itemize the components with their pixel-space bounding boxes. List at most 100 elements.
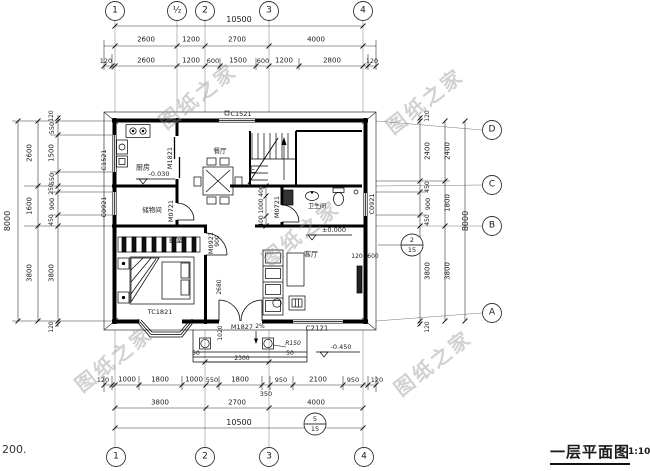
dim-right-total: 8000 (461, 210, 470, 232)
dim: 600 (256, 56, 270, 65)
dim: 120 (424, 110, 431, 122)
dining-table (193, 157, 243, 205)
level-outdoor: -0.450 (330, 342, 352, 351)
dim: 900 (47, 197, 56, 211)
axis-top-4: 4 (360, 5, 366, 16)
dim: 550 (205, 375, 219, 384)
axis-bottom-1: 1 (113, 451, 119, 462)
room-living: 客厅 (304, 250, 318, 259)
axis-bubbles (105, 1, 502, 467)
axis-top-3: 3 (266, 5, 272, 16)
axis-bottom-2: 2 (202, 451, 208, 462)
dim: 600 (367, 253, 379, 260)
axis-bottom-4: 4 (361, 451, 367, 462)
dim: 2700 (228, 398, 246, 407)
dim: 4000 (307, 35, 325, 44)
axis-side-d: D (488, 124, 496, 135)
dim: 3800 (151, 398, 169, 407)
axis-side-c: C (488, 179, 496, 190)
room-storage: 储物间 (142, 205, 162, 214)
detail-ref-num: 5 (312, 414, 318, 423)
dim: 2600 (137, 56, 155, 65)
dim: 400 (258, 185, 265, 197)
room-bathroom: 卫生间 (307, 203, 327, 210)
detail-ref-circles (303, 233, 424, 436)
level-kitchen: -0.030 (148, 169, 170, 178)
dim: 4000 (307, 398, 325, 407)
dim: 1000 (258, 198, 265, 214)
dim: 1500 (229, 56, 247, 65)
window-label-c0921-left: C0921 (99, 196, 108, 218)
dim: 1000 (185, 375, 203, 384)
dim: 2680 (216, 279, 223, 295)
dim: 2600 (25, 144, 34, 162)
dim: 120 (48, 321, 55, 333)
dimension-lines (12, 25, 466, 429)
dim: 50 (192, 350, 200, 357)
dim: 1600 (25, 197, 34, 215)
dim: 120 (370, 375, 384, 384)
dim: 1800 (231, 375, 249, 384)
bedroom-furniture (117, 236, 201, 305)
living-furniture (262, 249, 363, 316)
dim: 1800 (443, 194, 452, 212)
dim: 450 (424, 181, 431, 193)
detail-ref-sheet: 15 (407, 245, 417, 254)
stairs-up-label: 上 (248, 165, 256, 174)
exterior-walls (112, 118, 368, 324)
drawing-title: 一层平面图 (550, 441, 631, 465)
dim-top-total: 10500 (226, 15, 252, 24)
room-bedroom: 卧室 (169, 236, 183, 245)
dim: 950 (346, 375, 360, 384)
radius-label: R150 (285, 340, 301, 347)
dim: 120 (48, 110, 55, 122)
dim: 3800 (443, 262, 452, 280)
door-label-m0721-storage: M0721 (166, 199, 175, 223)
dim: 120 (99, 56, 113, 65)
door-symbols (173, 137, 300, 322)
dim: 1000 (118, 375, 136, 384)
dim: 2700 (228, 35, 246, 44)
dim: 2400 (443, 142, 452, 160)
dim: 120 (96, 375, 110, 384)
dim: 1020 (217, 325, 224, 341)
level-indoor: ±0.000 (321, 225, 347, 234)
dim: 950 (274, 375, 288, 384)
level-marks (136, 178, 360, 358)
dim: 3800 (423, 262, 432, 280)
dim-bottom-total: 10500 (226, 418, 252, 427)
dim: 50 (286, 350, 294, 357)
door-label-m1827: M1827 (230, 322, 254, 331)
window-label-c1521-left: C1521 (99, 149, 108, 171)
dim: 120 (424, 321, 431, 333)
dim: 1200 (182, 35, 200, 44)
axis-top-2: 2 (202, 5, 208, 16)
dim: 3800 (25, 264, 34, 282)
axis-side-b: B (488, 220, 496, 231)
entrance-porch (192, 330, 308, 363)
window-label-c2121: C2121 (305, 324, 329, 333)
axis-top-1: 1 (112, 5, 118, 16)
dim: 900 (214, 235, 221, 247)
dim: 2600 (137, 35, 155, 44)
dim: 3800 (47, 264, 56, 282)
corner-note: 200. (2, 443, 27, 456)
room-kitchen: 厨房 (136, 163, 150, 172)
dim: 250 (48, 183, 55, 195)
window-label-tc1821: TC1821 (147, 307, 173, 316)
window-label-c0921-right: C0921 (367, 193, 376, 215)
bay-window (138, 319, 193, 338)
dim: 550 (47, 121, 56, 135)
dim: 2800 (323, 56, 341, 65)
dim: 120 (351, 253, 363, 260)
dimension-ticks (15, 23, 468, 431)
kitchen-fixtures (116, 124, 151, 168)
dim: 2400 (423, 142, 432, 160)
dim: 120 (365, 56, 379, 65)
stair-walls (249, 130, 362, 186)
axis-top-half: ½ (172, 5, 182, 16)
dim: 1500 (47, 144, 56, 162)
room-dining: 餐厅 (213, 146, 227, 155)
